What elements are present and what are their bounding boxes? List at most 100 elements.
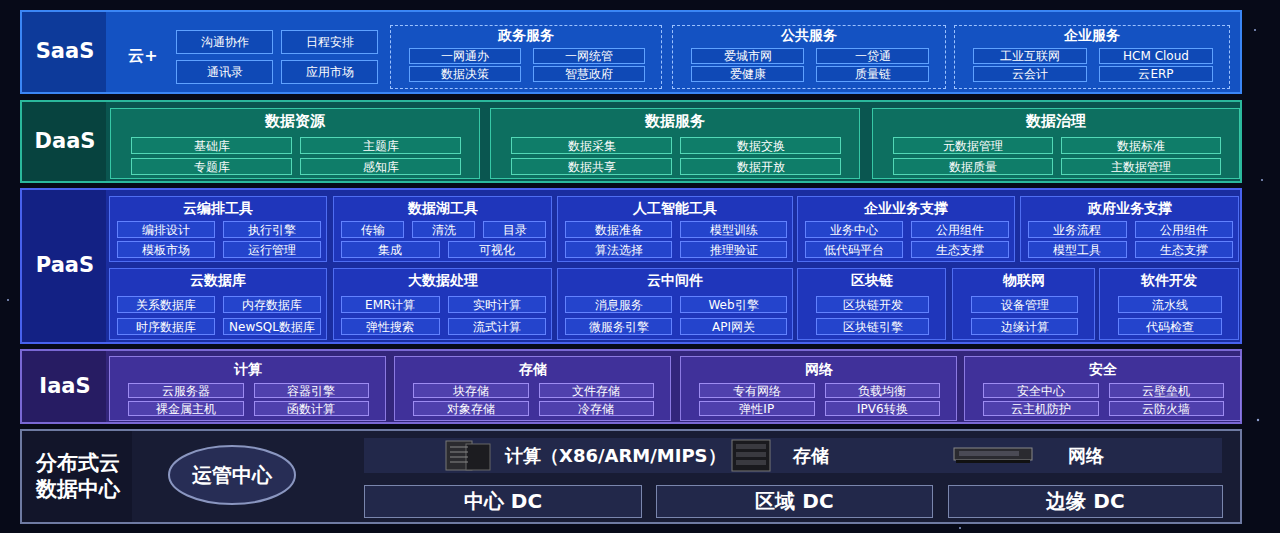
service-box: 传输	[341, 221, 404, 238]
service-name: 数据准备	[595, 224, 643, 236]
service-box: 主数据管理	[1061, 158, 1221, 175]
group-title: 云+	[114, 24, 172, 88]
service-name: 基础库	[194, 140, 230, 152]
service-box: 数据交换	[680, 137, 841, 154]
service-name: 边缘计算	[1001, 321, 1049, 333]
service-box: 数据共享	[511, 158, 672, 175]
service-name: Web引擎	[708, 299, 758, 311]
switch-icon	[954, 448, 1032, 463]
service-name: 关系数据库	[136, 299, 196, 311]
service-group: 人工智能工具数据准备模型训练算法选择推理验证	[557, 196, 793, 262]
service-box: 云ERP	[1099, 66, 1213, 82]
group-title: 物联网	[953, 272, 1094, 288]
service-box: 执行引擎	[223, 221, 321, 238]
group-title: 数据资源	[111, 112, 479, 130]
group-title: 云编排工具	[110, 200, 326, 216]
service-box: 数据开放	[680, 158, 841, 175]
service-name: 数据共享	[568, 161, 616, 173]
service-box: 应用市场	[281, 60, 378, 84]
service-box: 实时计算	[448, 296, 547, 313]
service-name: 流水线	[1152, 299, 1188, 311]
service-box: 通讯录	[176, 60, 273, 84]
datacenter-box: 边缘 DC	[948, 485, 1223, 518]
service-name: 数据质量	[949, 161, 997, 173]
service-group: 软件开发流水线代码检查	[1099, 268, 1239, 340]
service-box: 设备管理	[971, 296, 1078, 313]
service-name: 感知库	[363, 161, 399, 173]
layer-name: 分布式云 数据中心	[30, 451, 126, 501]
service-name: 业务中心	[830, 224, 878, 236]
service-name: 负载均衡	[858, 385, 906, 397]
group-title: 人工智能工具	[558, 200, 792, 216]
layer-band: DaaS数据资源基础库主题库专题库感知库数据服务数据采集数据交换数据共享数据开放…	[20, 100, 1242, 183]
service-name: 消息服务	[595, 299, 643, 311]
service-box: 元数据管理	[893, 137, 1053, 154]
datacenter-box: 中心 DC	[364, 485, 642, 518]
star	[1254, 29, 1256, 31]
service-box: 运行管理	[223, 241, 321, 258]
service-box: 云服务器	[128, 383, 244, 398]
layer-band: IaaS计算云服务器容器引擎裸金属主机函数计算存储块存储文件存储对象存储冷存储网…	[20, 349, 1242, 424]
service-name: 数据交换	[737, 140, 785, 152]
service-name: 数据决策	[441, 68, 489, 80]
service-box: 内存数据库	[223, 296, 321, 313]
service-box: 云会计	[973, 66, 1087, 82]
service-name: 云ERP	[1138, 68, 1173, 80]
datacenter-name: 区域 DC	[755, 488, 833, 515]
ops-center-name: 运管中心	[192, 462, 272, 489]
service-name: 运行管理	[248, 244, 296, 256]
service-box: 安全中心	[983, 383, 1099, 398]
service-box: 云主机防护	[983, 401, 1099, 416]
service-box: 可视化	[448, 241, 547, 258]
service-box: 主题库	[300, 137, 461, 154]
service-box: 关系数据库	[117, 296, 215, 313]
group-title: 软件开发	[1100, 272, 1238, 288]
service-group: 数据资源基础库主题库专题库感知库	[110, 108, 480, 179]
service-box: 数据质量	[893, 158, 1053, 175]
service-box: 一网统管	[533, 48, 645, 64]
service-name: 区块链开发	[843, 299, 903, 311]
service-box: 日程安排	[281, 30, 378, 54]
service-name: 生态支撑	[1160, 244, 1208, 256]
service-box: 公用组件	[911, 221, 1009, 238]
service-box: 微服务引擎	[565, 318, 672, 335]
service-name: 公用组件	[1160, 224, 1208, 236]
service-group: 云+ 沟通协作 日程安排通讯录应用市场	[114, 24, 382, 88]
service-name: 函数计算	[287, 403, 335, 415]
service-name: API网关	[712, 321, 755, 333]
service-box: 流式计算	[448, 318, 547, 335]
service-name: 编排设计	[142, 224, 190, 236]
service-box: 冷存储	[539, 401, 655, 416]
group-title: 政府业务支撑	[1021, 200, 1238, 216]
service-box: 爱健康	[691, 66, 804, 82]
service-box: 业务流程	[1028, 221, 1127, 238]
service-box: 函数计算	[254, 401, 370, 416]
service-group: 物联网设备管理边缘计算	[952, 268, 1095, 340]
service-name: 沟通协作	[201, 36, 249, 48]
group-title: 政务服务	[391, 27, 661, 43]
service-name: 一贷通	[855, 50, 891, 62]
service-group: 公共服务爱城市网一贷通爱健康质量链	[672, 25, 946, 89]
service-box: 模型工具	[1028, 241, 1127, 258]
service-name: 算法选择	[595, 244, 643, 256]
service-name: 冷存储	[578, 403, 614, 415]
group-title: 公共服务	[673, 27, 945, 43]
service-box: HCM Cloud	[1099, 48, 1213, 64]
service-group: 政府业务支撑业务流程 公用组件模型工具 生态支撑	[1020, 196, 1239, 262]
group-title: 网络	[681, 361, 956, 377]
service-name: 云服务器	[162, 385, 210, 397]
group-title: 数据治理	[873, 112, 1239, 130]
service-group: 云编排工具编排设计执行引擎模板市场运行管理	[109, 196, 327, 262]
service-box: 一网通办	[409, 48, 521, 64]
service-name: 推理验证	[710, 244, 758, 256]
service-name: 清洗	[432, 224, 456, 236]
service-name: 元数据管理	[943, 140, 1003, 152]
service-name: 质量链	[855, 68, 891, 80]
service-group: 企业业务支撑业务中心公用组件低代码平台生态支撑	[797, 196, 1015, 262]
service-box: 数据准备	[565, 221, 672, 238]
service-box: 沟通协作	[176, 30, 273, 54]
service-box: 目录	[483, 221, 546, 238]
service-name: HCM Cloud	[1123, 50, 1189, 62]
group-title: 区块链	[798, 272, 945, 288]
service-box: 一贷通	[816, 48, 929, 64]
